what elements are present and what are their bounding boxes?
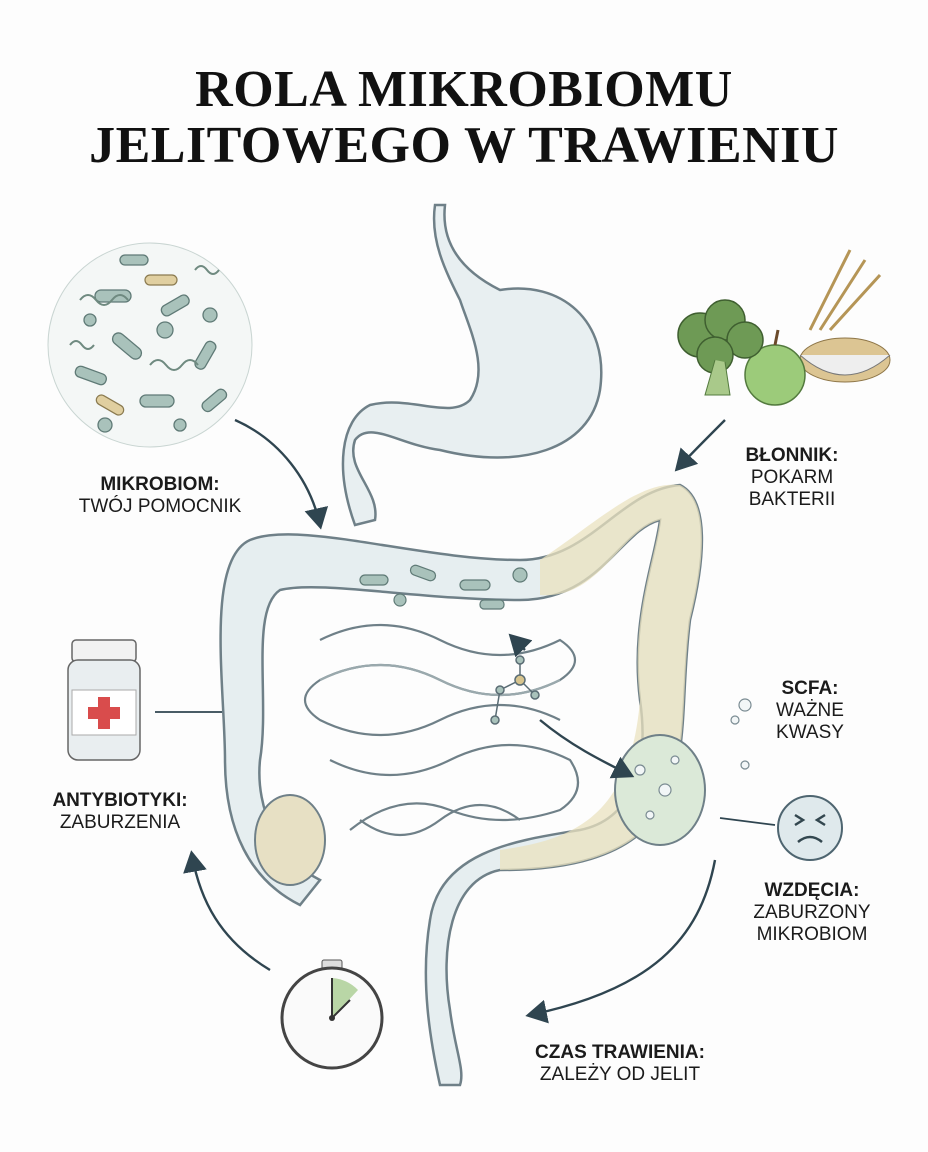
microbiome-sub: TWÓJ POMOCNIK bbox=[78, 496, 242, 517]
stopwatch-icon bbox=[280, 959, 384, 1070]
digestion-time-heading: CZAS TRAWIENIA: bbox=[535, 1042, 705, 1063]
fiber-heading: BŁONNIK: bbox=[745, 445, 839, 466]
label-digestion-time: CZAS TRAWIENIA: ZALEŻY OD JELIT bbox=[505, 1042, 735, 1086]
antibiotics-sub: ZABURZENIA bbox=[59, 812, 181, 833]
bloating-heading: WZDĘCIA: bbox=[764, 880, 860, 901]
label-scfa: SCFA: WAŻNE KWASY bbox=[760, 678, 860, 744]
antibiotic-bottle-icon bbox=[67, 639, 141, 761]
small-intestine-illustration bbox=[303, 623, 580, 837]
microbiome-heading: MIKROBIOM: bbox=[100, 474, 220, 495]
fiber-food-illustration bbox=[677, 249, 891, 406]
label-fiber: BŁONNIK: POKARM BAKTERII bbox=[722, 445, 862, 511]
fiber-sub-1: POKARM bbox=[750, 467, 834, 488]
scfa-sub-1: WAŻNE bbox=[776, 700, 844, 721]
page-title: ROLA MIKROBIOMU JELITOWEGO W TRAWIENIU bbox=[0, 62, 928, 174]
stomach-illustration bbox=[341, 203, 603, 527]
scfa-molecule-icon bbox=[490, 655, 540, 725]
colon-bacteria bbox=[359, 564, 528, 610]
antibiotics-heading: ANTYBIOTYKI: bbox=[52, 790, 188, 811]
scfa-sub-2: KWASY bbox=[776, 722, 844, 743]
bloating-sub-2: MIKROBIOM bbox=[756, 924, 868, 945]
large-intestine-illustration bbox=[219, 483, 706, 1087]
bloated-face-icon bbox=[777, 795, 843, 861]
flow-arrows bbox=[183, 418, 726, 1024]
title-line-2: JELITOWEGO W TRAWIENIU bbox=[89, 117, 839, 174]
scfa-heading: SCFA: bbox=[781, 678, 839, 699]
label-microbiome: MIKROBIOM: TWÓJ POMOCNIK bbox=[50, 474, 270, 518]
bloating-sub-1: ZABURZONY bbox=[753, 902, 871, 923]
title-line-1: ROLA MIKROBIOMU bbox=[195, 61, 733, 118]
label-bloating: WZDĘCIA: ZABURZONY MIKROBIOM bbox=[732, 880, 892, 946]
microbiome-circle-illustration bbox=[47, 242, 253, 448]
fiber-sub-2: BAKTERII bbox=[748, 489, 836, 510]
digestion-time-sub: ZALEŻY OD JELIT bbox=[539, 1064, 701, 1085]
label-antibiotics: ANTYBIOTYKI: ZABURZENIA bbox=[20, 790, 220, 834]
gas-bubbles bbox=[634, 698, 752, 820]
